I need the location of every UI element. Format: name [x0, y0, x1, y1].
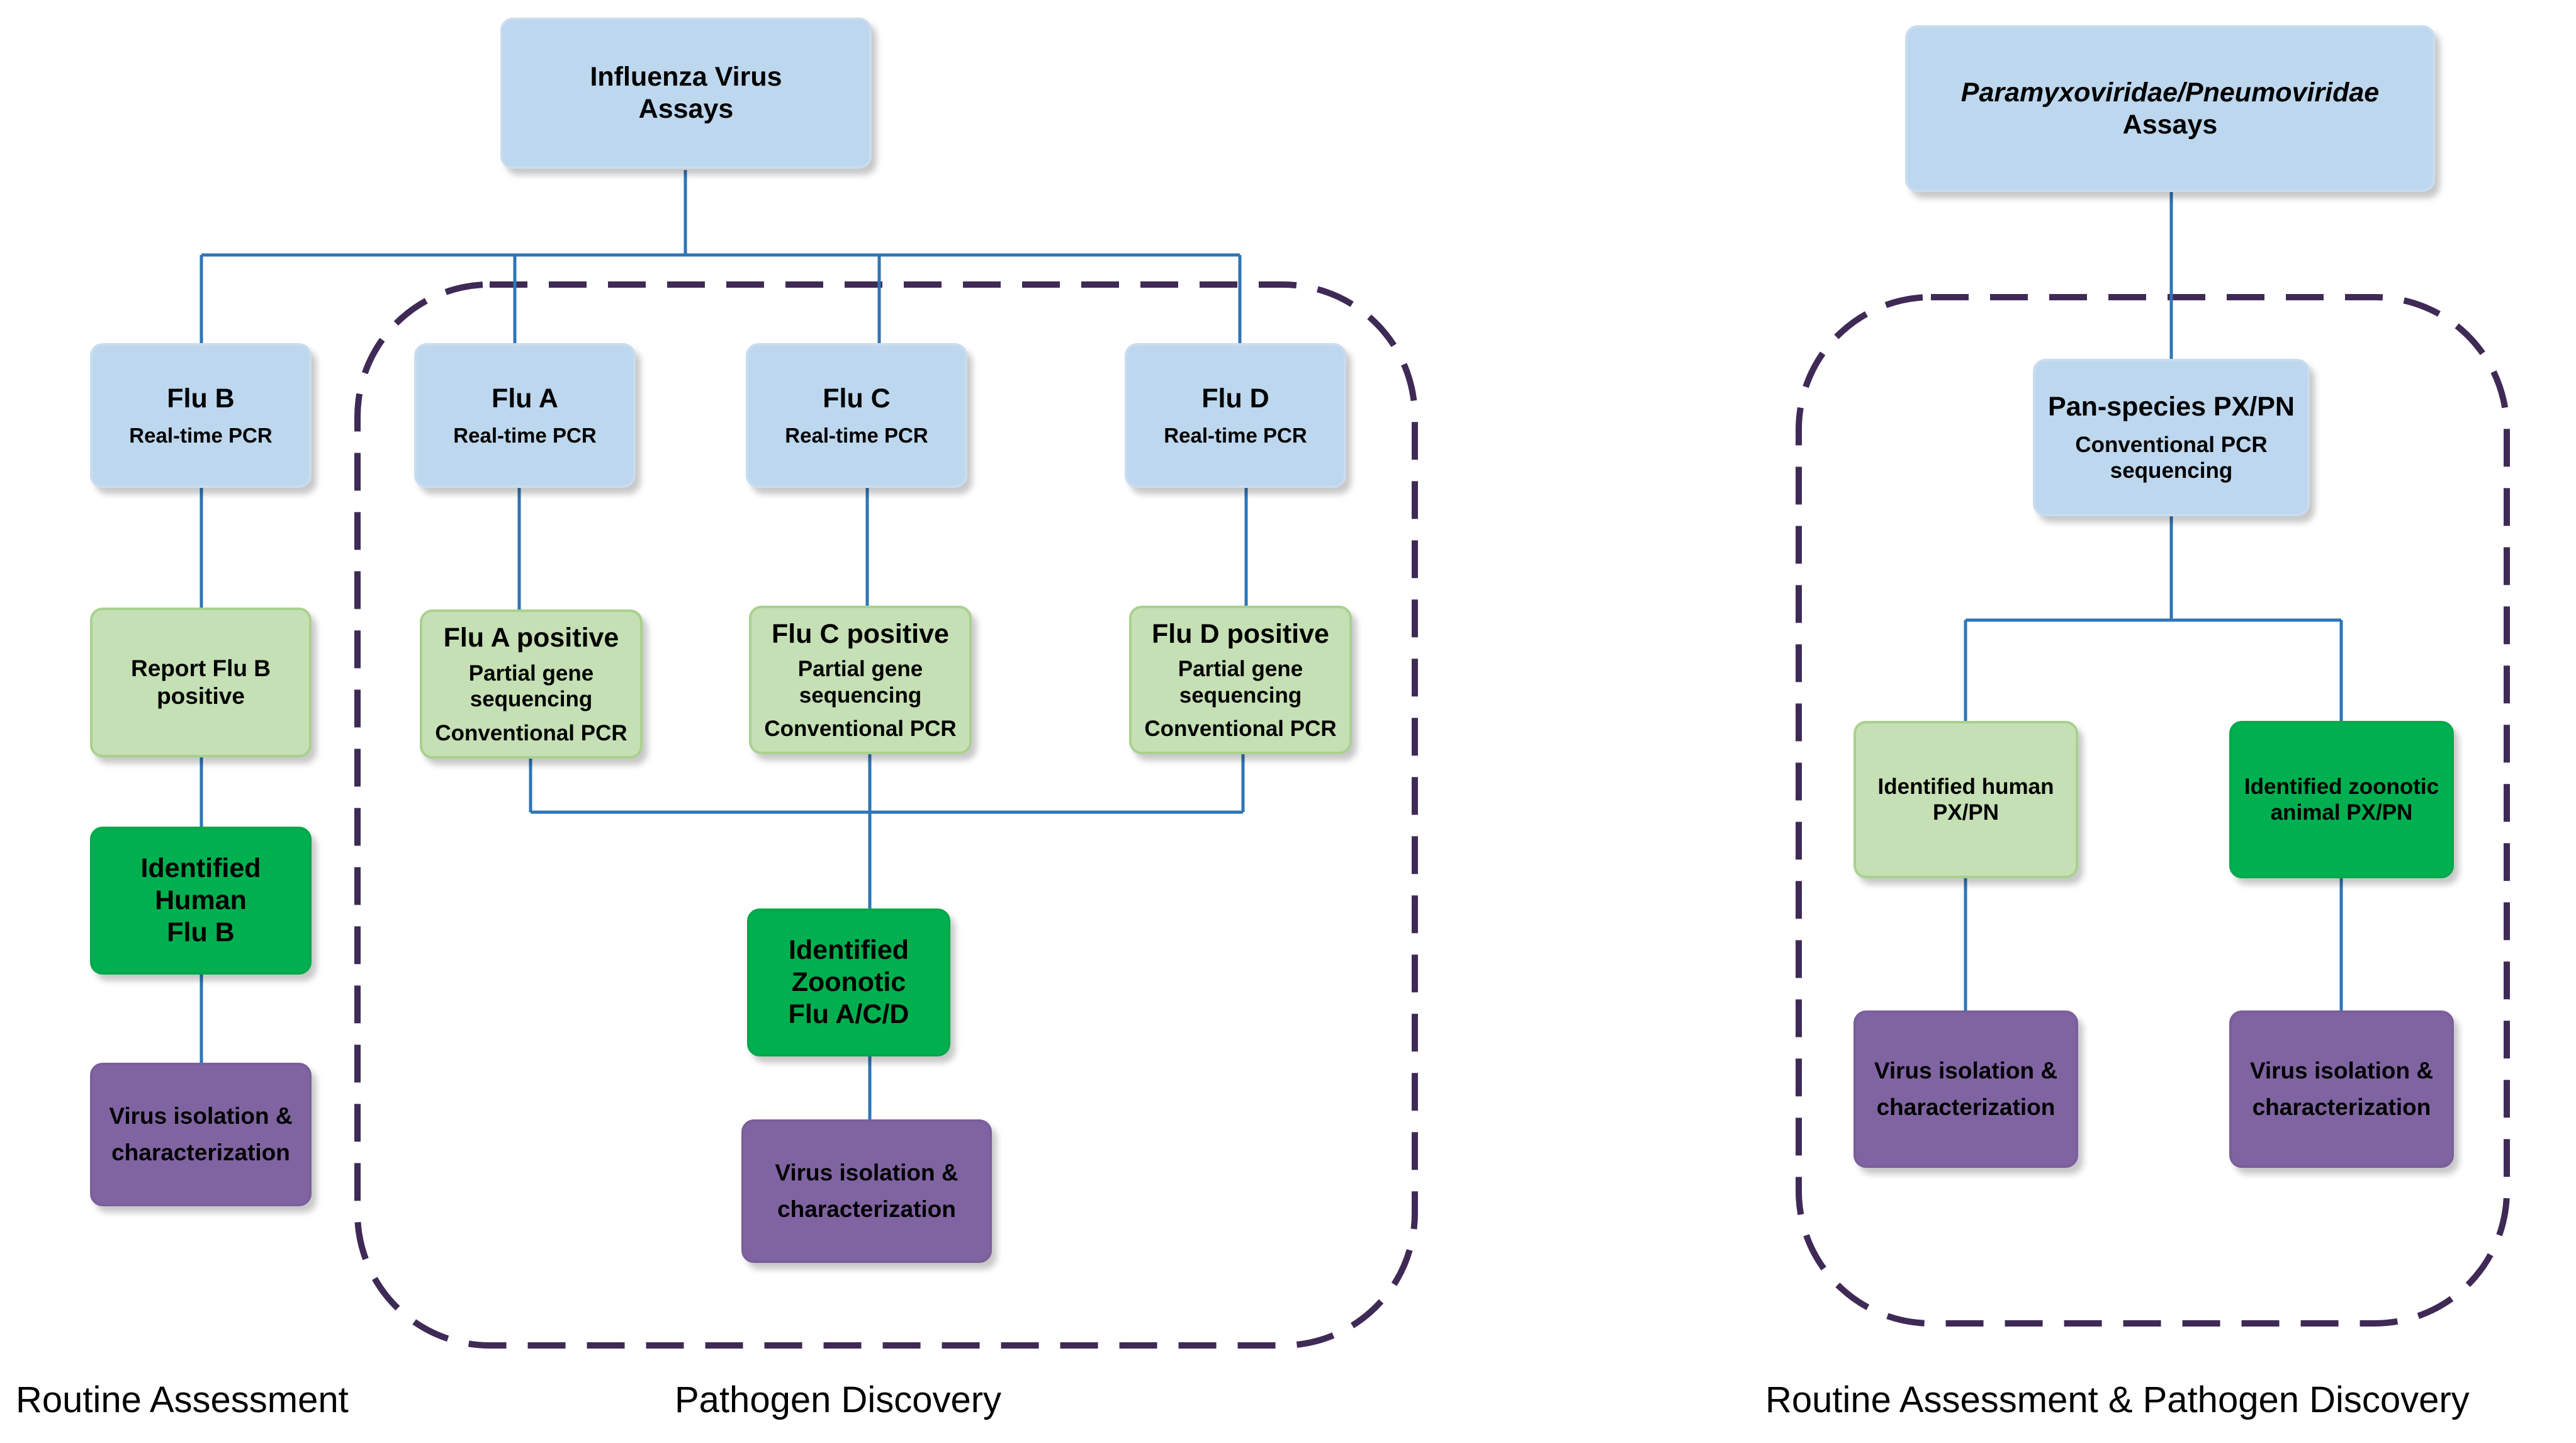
report-flu-b-line2: positive — [157, 683, 245, 709]
pan-species-line1: Conventional PCR — [2075, 433, 2268, 458]
flu-b-method: Real-time PCR — [129, 423, 273, 447]
isolation-left-line2: characterization — [111, 1140, 290, 1165]
virus-isolation-px-left-box: Virus isolation & characterization — [1853, 1010, 2078, 1168]
pathogen-discovery-dashed-border — [354, 281, 1418, 1349]
flu-d-positive-title: Flu D positive — [1152, 618, 1329, 649]
paramyxo-root-italic: Paramyxoviridae/Pneumoviridae — [1960, 77, 2380, 108]
flu-a-positive-title: Flu A positive — [443, 623, 619, 654]
flu-c-positive-box: Flu C positive Partial gene sequencing C… — [749, 606, 972, 754]
identified-zoonotic-line1: Identified — [788, 935, 909, 966]
flu-a-positive-line2: sequencing — [470, 687, 593, 712]
flu-c-title: Flu C — [823, 383, 891, 414]
influenza-root-line2: Assays — [638, 94, 734, 124]
flu-c-method: Real-time PCR — [785, 423, 928, 447]
isolation-center-line2: characterization — [777, 1196, 956, 1222]
identified-human-pxpn-box: Identified human PX/PN — [1853, 721, 2078, 878]
paramyxo-assays-box: Paramyxoviridae/Pneumoviridae Assays — [1905, 25, 2435, 192]
flu-c-box: Flu C Real-time PCR — [746, 343, 967, 488]
flu-a-positive-line1: Partial gene — [468, 660, 594, 686]
flu-b-box: Flu B Real-time PCR — [90, 343, 312, 488]
pan-species-title: Pan-species PX/PN — [2048, 392, 2295, 422]
zoonotic-pxpn-line1: Identified zoonotic — [2244, 774, 2439, 799]
combined-dashed-border — [1796, 294, 2510, 1327]
identified-human-line3: Flu B — [167, 917, 235, 948]
pan-species-box: Pan-species PX/PN Conventional PCR seque… — [2033, 359, 2310, 516]
identified-zoonotic-flu-box: Identified Zoonotic Flu A/C/D — [747, 908, 950, 1056]
px-isolation-right-line2: characterization — [2252, 1094, 2431, 1120]
flu-d-method: Real-time PCR — [1164, 423, 1307, 447]
virus-isolation-px-right-box: Virus isolation & characterization — [2229, 1010, 2454, 1168]
px-isolation-left-line2: characterization — [1876, 1094, 2056, 1120]
flu-d-positive-line3: Conventional PCR — [1144, 716, 1337, 742]
flu-c-positive-line2: sequencing — [799, 682, 922, 708]
flu-d-title: Flu D — [1201, 383, 1269, 414]
px-isolation-left-line1: Virus isolation & — [1874, 1058, 2058, 1084]
flu-c-positive-title: Flu C positive — [772, 618, 949, 649]
influenza-root-line1: Influenza Virus — [590, 62, 782, 93]
flu-a-positive-box: Flu A positive Partial gene sequencing C… — [420, 609, 643, 759]
identified-human-line2: Human — [155, 885, 247, 916]
identified-human-line1: Identified — [140, 853, 261, 884]
human-pxpn-line2: PX/PN — [1932, 800, 1999, 825]
px-isolation-right-line1: Virus isolation & — [2249, 1058, 2434, 1084]
flu-d-positive-box: Flu D positive Partial gene sequencing C… — [1129, 606, 1352, 754]
caption-pathogen-discovery: Pathogen Discovery — [675, 1379, 1002, 1420]
flu-b-title: Flu B — [167, 383, 235, 414]
flu-a-box: Flu A Real-time PCR — [414, 343, 636, 488]
influenza-assays-box: Influenza Virus Assays — [500, 18, 872, 169]
paramyxo-root-line2: Assays — [2122, 109, 2218, 140]
pan-species-line2: sequencing — [2110, 458, 2233, 484]
flu-c-positive-line3: Conventional PCR — [764, 716, 957, 742]
virus-isolation-center-box: Virus isolation & characterization — [741, 1119, 992, 1263]
flu-d-box: Flu D Real-time PCR — [1125, 343, 1346, 488]
flu-d-positive-line1: Partial gene — [1178, 657, 1303, 682]
isolation-left-line1: Virus isolation & — [109, 1103, 293, 1129]
report-flu-b-line1: Report Flu B — [131, 655, 271, 682]
flu-a-method: Real-time PCR — [453, 423, 597, 447]
caption-routine-assessment: Routine Assessment — [16, 1379, 349, 1420]
flu-a-title: Flu A — [492, 383, 558, 414]
flu-a-positive-line3: Conventional PCR — [435, 720, 627, 745]
flu-d-positive-line2: sequencing — [1179, 682, 1302, 708]
virus-isolation-left-box: Virus isolation & characterization — [90, 1063, 312, 1206]
isolation-center-line1: Virus isolation & — [775, 1160, 959, 1186]
flu-c-positive-line1: Partial gene — [797, 657, 923, 682]
identified-zoonotic-line3: Flu A/C/D — [788, 999, 909, 1029]
identified-zoonotic-pxpn-box: Identified zoonotic animal PX/PN — [2229, 721, 2454, 878]
human-pxpn-line1: Identified human — [1877, 774, 2054, 799]
identified-human-flu-b-box: Identified Human Flu B — [90, 827, 312, 975]
zoonotic-pxpn-line2: animal PX/PN — [2270, 800, 2413, 825]
caption-routine-and-discovery: Routine Assessment & Pathogen Discovery — [1765, 1379, 2470, 1420]
identified-zoonotic-line2: Zoonotic — [791, 967, 906, 998]
report-flu-b-box: Report Flu B positive — [90, 608, 312, 757]
